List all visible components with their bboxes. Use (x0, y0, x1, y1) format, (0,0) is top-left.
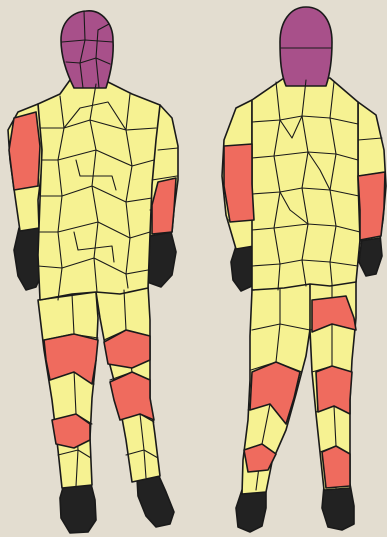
front-right-foot (137, 474, 174, 527)
front-body-figure (8, 11, 178, 533)
back-right-foot (322, 484, 354, 530)
front-head (61, 11, 113, 88)
back-left-arm-patch (224, 144, 254, 222)
back-right-arm-patch (358, 172, 385, 240)
front-knee-patch (52, 414, 90, 448)
front-left-leg (38, 292, 98, 488)
back-right-calf-patch (316, 366, 352, 414)
front-left-shoulder-patch (9, 112, 40, 190)
back-torso (252, 78, 360, 290)
back-heel-patch (322, 446, 350, 488)
front-shin-patch (110, 372, 154, 420)
back-head (280, 7, 332, 86)
